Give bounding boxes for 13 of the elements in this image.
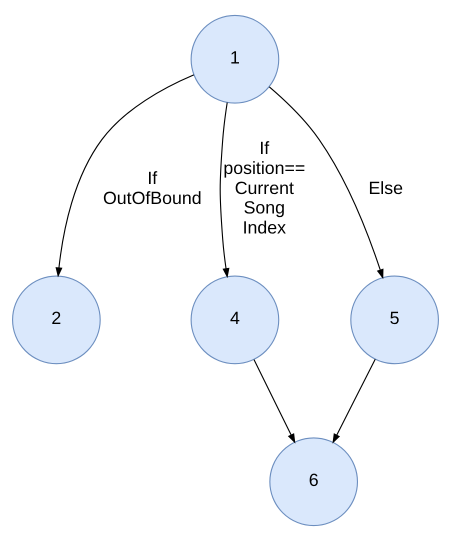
arrow [220, 102, 230, 278]
arrow [56, 74, 194, 278]
edge-label: If position== Current Song Index [223, 138, 306, 238]
edge-label: If OutOfBound [103, 168, 202, 208]
edge-label: Else [368, 178, 403, 198]
node-circle: 4 [190, 276, 280, 364]
node-circle: 6 [269, 437, 358, 526]
node-circle: 1 [190, 14, 280, 104]
arrow [332, 358, 376, 444]
node-circle: 5 [350, 276, 439, 364]
arrow [254, 359, 296, 444]
arrow [269, 86, 384, 280]
node-circle: 2 [12, 276, 101, 364]
